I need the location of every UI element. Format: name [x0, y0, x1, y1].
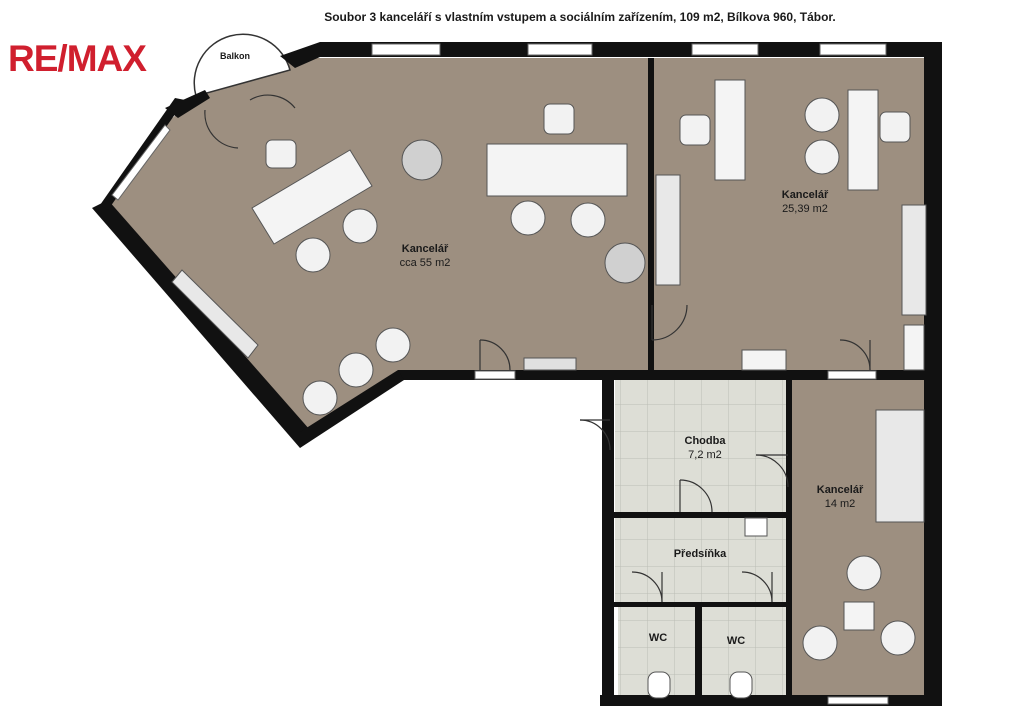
toilet-left — [647, 671, 671, 699]
table-small — [843, 601, 875, 631]
desk-right-1 — [714, 79, 746, 181]
radiator — [523, 357, 577, 371]
label-wc-right: WC — [726, 635, 746, 647]
label-wc-left: WC — [648, 632, 668, 644]
label-vestibule: Předsíňka — [673, 548, 727, 560]
toilet-right — [729, 671, 753, 699]
sofa-right-1 — [655, 174, 681, 286]
logo-slash: / — [57, 38, 67, 79]
label-corridor-area: 7,2 m2 — [688, 449, 722, 461]
label-office-small-name: Kancelář — [816, 484, 864, 496]
logo-text-re: RE — [8, 38, 58, 79]
sink — [744, 517, 768, 537]
furniture-office-right — [655, 79, 927, 371]
windows — [111, 43, 889, 705]
plan-title: Soubor 3 kanceláří s vlastním vstupem a … — [324, 10, 836, 24]
sofa-right-2 — [901, 204, 927, 316]
sofa-left — [171, 269, 259, 359]
label-office-right-name: Kancelář — [781, 189, 829, 201]
sofa-small — [875, 409, 925, 523]
label-office-right: Kancelář 25,39 m2 — [755, 188, 855, 216]
floor-corridor — [615, 380, 790, 514]
label-office-small-area: 14 m2 — [824, 498, 856, 510]
furniture-office-small — [802, 409, 925, 661]
label-office-large-area: cca 55 m2 — [399, 257, 451, 269]
label-corridor: Chodba 7,2 m2 — [655, 434, 755, 462]
label-balkon: Balkon — [219, 51, 250, 61]
desk-left — [251, 149, 373, 245]
desk-center — [486, 143, 628, 197]
logo-text-max: MAX — [66, 38, 147, 79]
label-corridor-name: Chodba — [684, 435, 726, 447]
plant-2 — [604, 242, 646, 284]
plant-1 — [401, 139, 443, 181]
sanitary — [647, 517, 768, 699]
floor-office-right — [652, 58, 934, 375]
label-office-large-name: Kancelář — [401, 243, 449, 255]
label-office-small: Kancelář 14 m2 — [790, 483, 890, 511]
desk-right-2 — [847, 89, 879, 191]
remax-logo: RE/MAX — [8, 38, 147, 79]
label-office-right-area: 25,39 m2 — [782, 203, 828, 215]
furniture-office-large — [171, 103, 646, 416]
balcony-outline — [193, 33, 291, 97]
label-office-large: Kancelář cca 55 m2 — [370, 242, 480, 270]
doors — [204, 94, 871, 603]
